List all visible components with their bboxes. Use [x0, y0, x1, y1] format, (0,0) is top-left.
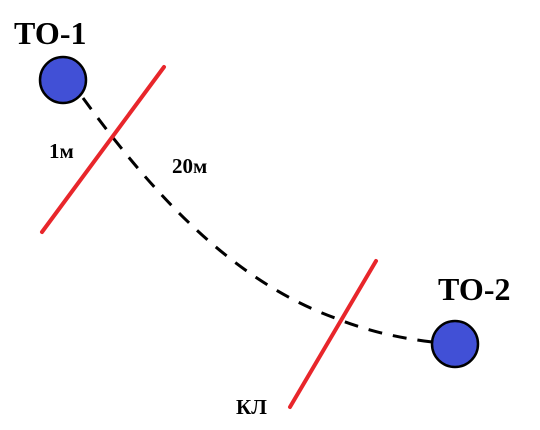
cable-route-dashed [81, 97, 433, 344]
node-to1-circle [38, 55, 88, 105]
node-to2-circle [430, 319, 480, 369]
cut-line-2 [288, 259, 378, 409]
node-to2-label: ТО-2 [438, 271, 510, 307]
distance-label-20m: 20м [172, 154, 207, 178]
distance-label-1m: 1м [49, 139, 74, 163]
cable-line-label: КЛ [236, 395, 267, 419]
cut-line-1 [40, 65, 166, 234]
node-to1-label: ТО-1 [14, 15, 86, 51]
